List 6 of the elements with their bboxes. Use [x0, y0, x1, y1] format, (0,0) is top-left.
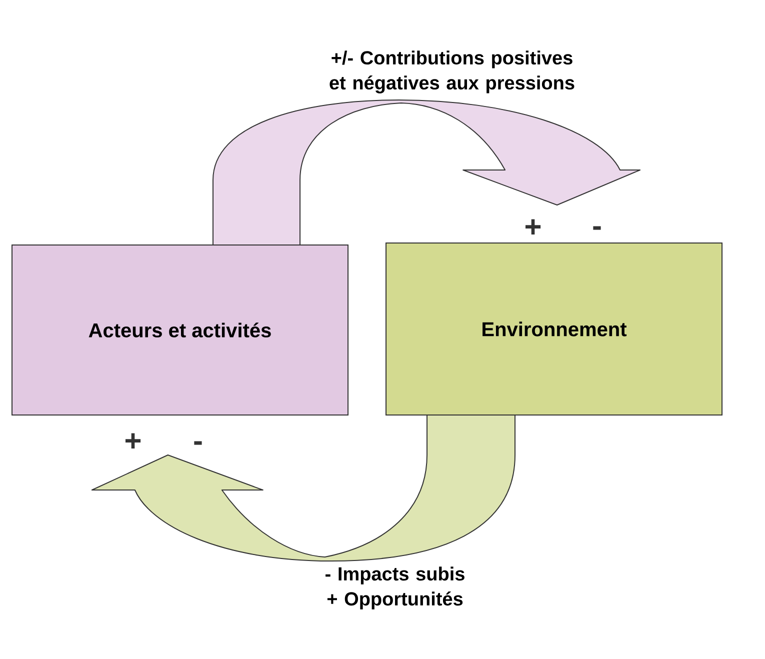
edge-label: +/- Contributions positives et négatives aux pressions: [330, 50, 574, 94]
text-box: Acteurs et activités: [12, 244, 348, 416]
curved-arrow: [212, 100, 641, 246]
curved-arrow: [91, 414, 516, 562]
edge-label: - Impacts subis + Opportunités: [326, 566, 464, 610]
text-box: Environnement: [386, 242, 722, 416]
